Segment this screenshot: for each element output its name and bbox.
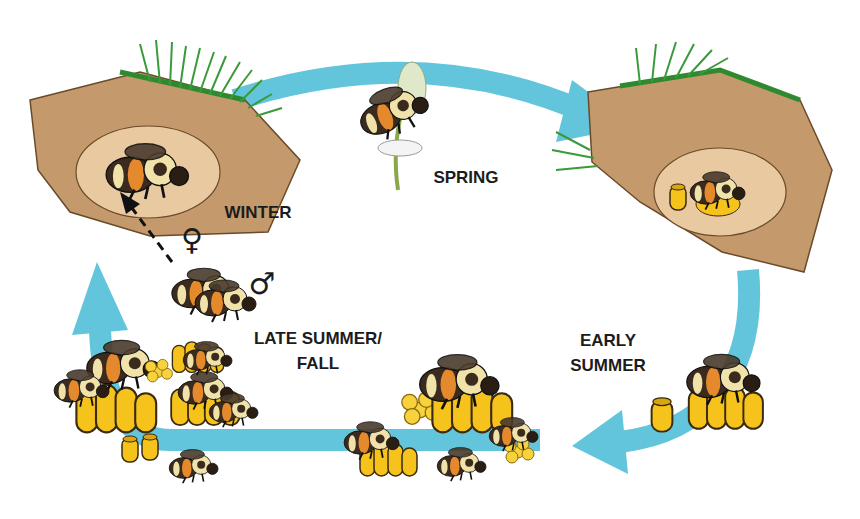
illustration-part: [572, 410, 628, 474]
sex-symbol: ♂: [242, 269, 282, 299]
illustration-part: [690, 172, 745, 210]
illustration-part: [122, 436, 138, 462]
illustration-part: [489, 418, 538, 452]
spring-flower: [352, 62, 434, 190]
illustration-part: [142, 434, 158, 460]
illustration-part: [654, 148, 786, 236]
illustration-part: [54, 370, 109, 408]
illustration-part: [76, 126, 220, 218]
illustration-part: [195, 280, 256, 322]
illustration-part: [620, 70, 800, 100]
stage-label: EARLY SUMMER: [562, 329, 654, 378]
illustration-part: [169, 450, 218, 484]
illustration-part: [344, 422, 399, 460]
illustration-part: [652, 398, 673, 432]
illustration-part: [670, 184, 686, 210]
early-summer-nest: [652, 354, 763, 431]
spring-nest: [552, 42, 832, 272]
stage-label: SPRING: [406, 166, 526, 191]
illustration-part: [378, 140, 422, 156]
illustration-part: [106, 144, 188, 201]
illustration-part: [420, 355, 499, 410]
illustration-part: [145, 359, 172, 382]
sex-symbol: ♀: [172, 225, 212, 255]
stage-label: WINTER: [198, 201, 318, 226]
illustration-part: [183, 342, 232, 376]
illustration-part: [437, 448, 486, 482]
illustration-part: [132, 208, 172, 262]
illustration-part: [72, 262, 128, 335]
illustration-part: [120, 192, 140, 214]
late-summer-colony: [54, 340, 258, 483]
illustration-part: [687, 354, 760, 404]
illustration-part: [209, 394, 258, 428]
illustration-part: [352, 77, 434, 146]
mid-summer-nest: [344, 355, 538, 482]
illustration-part: [140, 40, 282, 116]
illustration-part: [588, 70, 832, 272]
stage-label: LATE SUMMER/ FALL: [248, 327, 388, 376]
